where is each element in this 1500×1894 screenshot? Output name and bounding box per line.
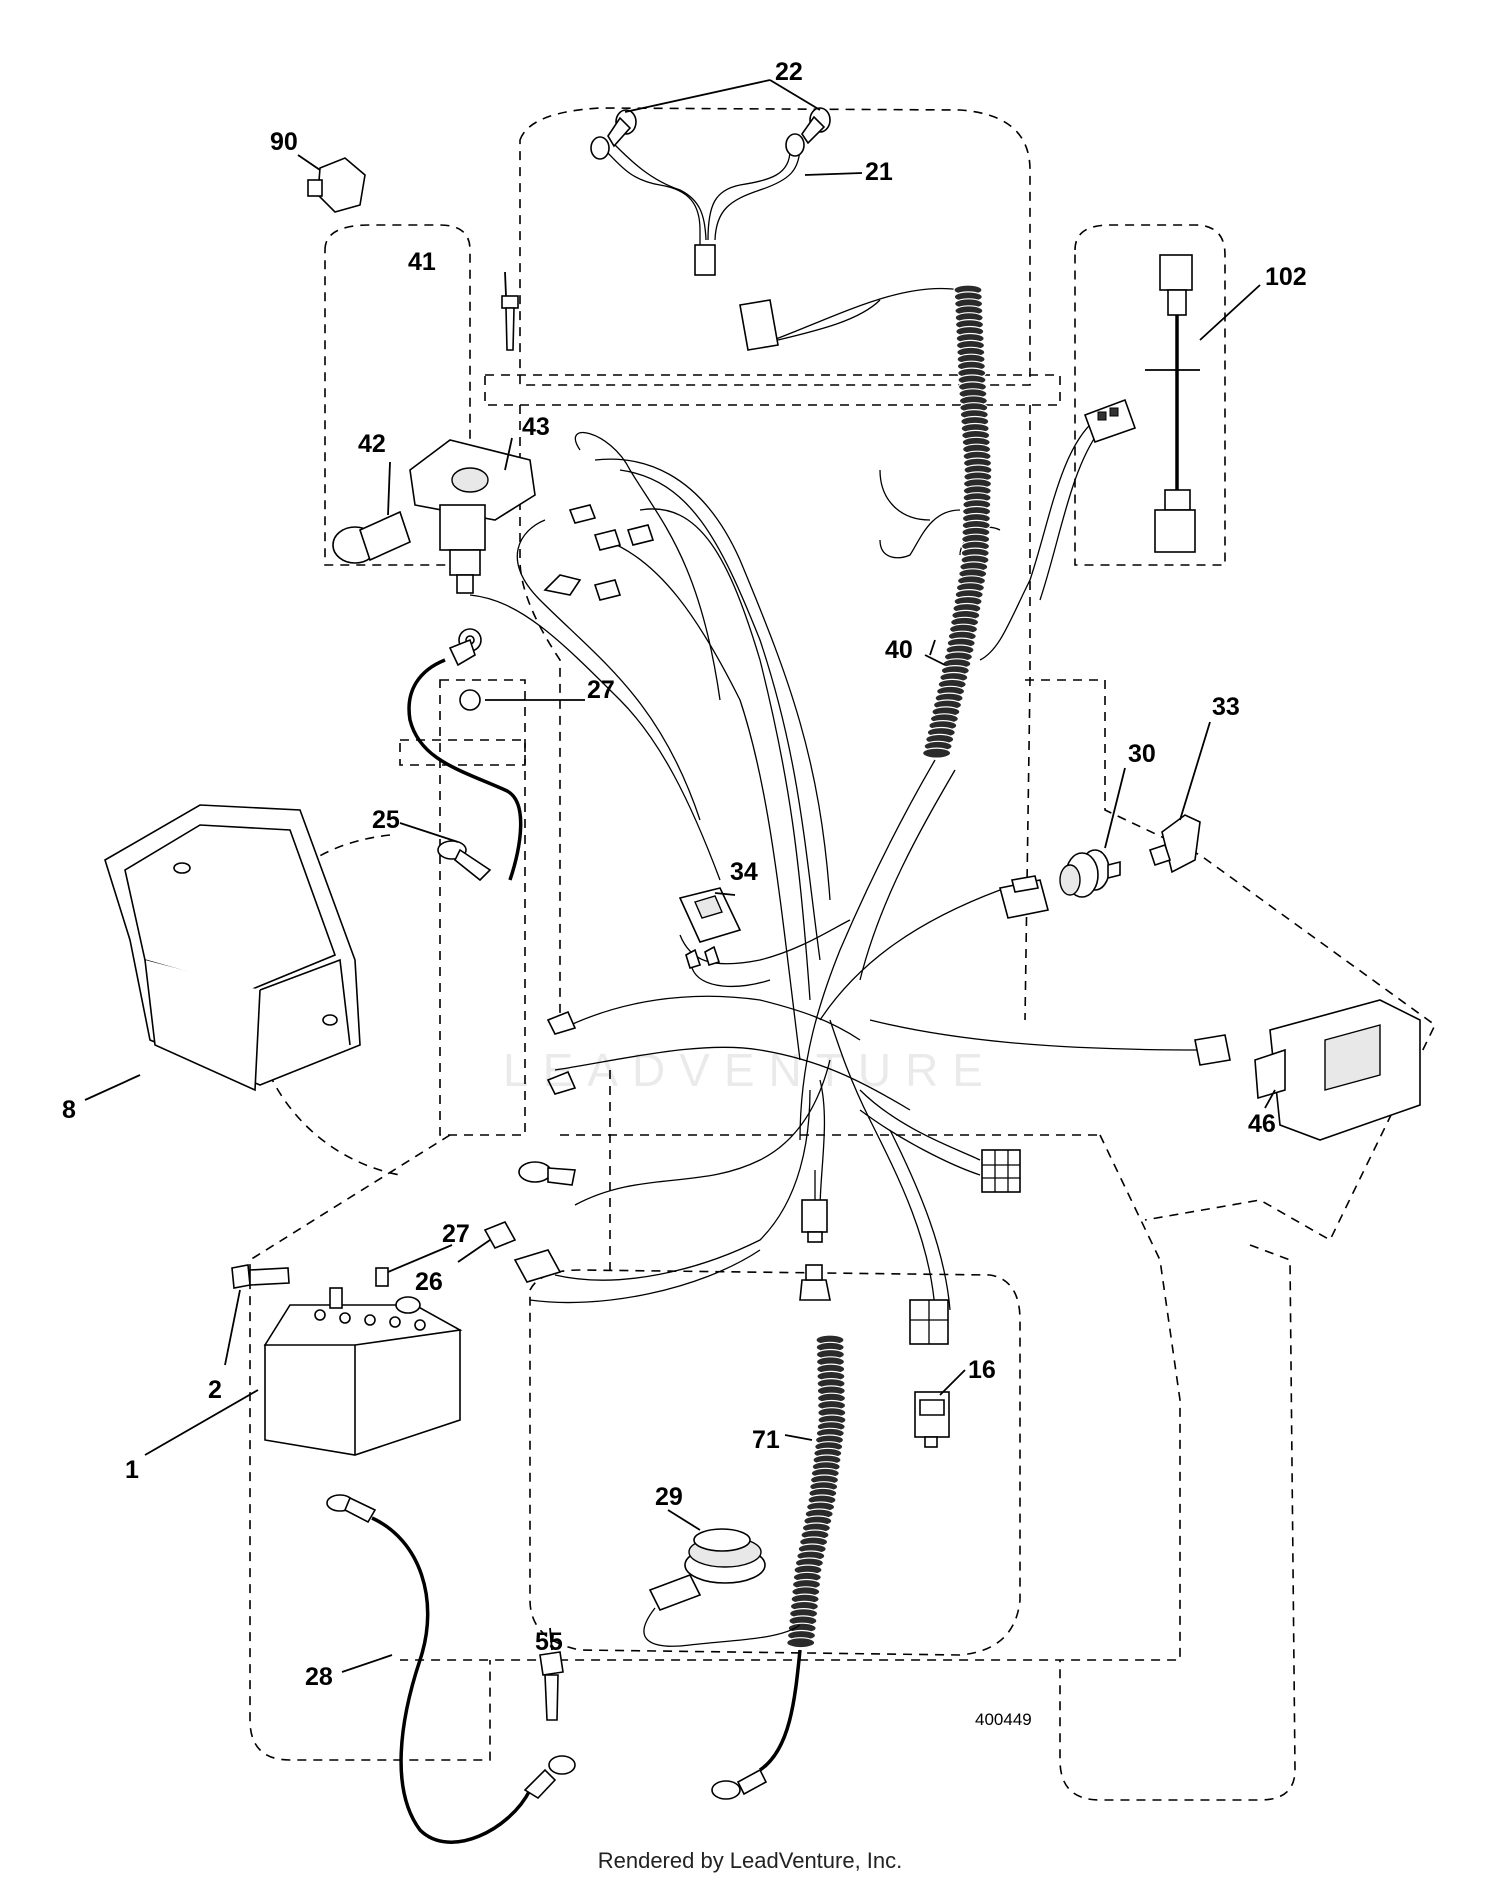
drawing-number: 400449 (975, 1710, 1032, 1729)
ring-terminal-bottom (711, 1649, 802, 1800)
part-26-fuse-holder (483, 1220, 562, 1283)
callout-33: 33 (1212, 693, 1240, 721)
callout-28: 28 (305, 1663, 333, 1691)
callout-71: 71 (752, 1426, 780, 1454)
callout-102: 102 (1265, 263, 1307, 291)
part-40-conduit (921, 284, 993, 759)
footer-credit: Rendered by LeadVenture, Inc. (597, 1848, 903, 1873)
callout-41: 41 (408, 248, 436, 276)
plug-top-center (739, 299, 881, 351)
part-46-panel (1254, 999, 1421, 1141)
callout-90: 90 (270, 128, 298, 156)
ring-terminal-mid (518, 1161, 576, 1186)
callout-34: 34 (730, 858, 758, 886)
part-34-switch (678, 887, 771, 988)
part-16-connector (914, 1391, 950, 1448)
callout-labels: 90 22 21 41 102 42 43 40 27 33 30 25 34 … (62, 58, 1307, 1729)
part-8-battery-tray (104, 804, 361, 1092)
callout-40: 40 (885, 636, 913, 664)
connector-right-upper (1083, 398, 1137, 444)
part-33-switch (1148, 814, 1201, 874)
callout-30: 30 (1128, 740, 1156, 768)
callout-26: 26 (415, 1268, 443, 1296)
part-41-screw (501, 295, 519, 351)
terminals-upper (543, 504, 655, 601)
part-55-bolt (539, 1651, 564, 1721)
part-21-headlight-harness (604, 144, 801, 276)
callout-27-upper: 27 (587, 676, 615, 704)
connector-four-pin (909, 1299, 949, 1345)
part-29-button (643, 1528, 801, 1647)
callout-46: 46 (1248, 1110, 1276, 1138)
callout-43: 43 (522, 413, 550, 441)
connector-46-plug (1194, 1034, 1231, 1066)
part-27-nut-lower (375, 1267, 389, 1287)
coil-ring (921, 747, 952, 759)
part-102-adapter (1145, 254, 1200, 553)
callout-1: 1 (125, 1456, 139, 1484)
leader-lines (84, 79, 1276, 1673)
connector-lower-center (799, 1170, 831, 1301)
part-42-boot (332, 510, 411, 564)
callout-25: 25 (372, 806, 400, 834)
part-22-headlight-sockets (590, 107, 831, 160)
watermark: LEADVENTURE (503, 1044, 997, 1096)
callout-27-lower: 27 (442, 1220, 470, 1248)
part-30-key-switch (1059, 849, 1121, 898)
part-25-cable (407, 638, 523, 882)
part-43-ignition-switch (409, 439, 536, 711)
part-28-cable (326, 1494, 576, 1844)
callout-8: 8 (62, 1096, 76, 1124)
callout-2: 2 (208, 1376, 222, 1404)
callout-22: 22 (775, 58, 803, 86)
part-1-battery (263, 1287, 463, 1456)
callout-21: 21 (865, 158, 893, 186)
callout-29: 29 (655, 1483, 683, 1511)
connector-six-pin (981, 1149, 1021, 1193)
terminals-middle (546, 1010, 577, 1095)
part-2-bolt (231, 1264, 290, 1289)
coil-ring (786, 1637, 816, 1649)
callout-55: 55 (535, 1628, 563, 1656)
callout-16: 16 (968, 1356, 996, 1384)
connector-mid-right (999, 875, 1049, 919)
part-90-connector (307, 157, 366, 213)
main-harness-wires (469, 287, 1201, 1311)
callout-42: 42 (358, 430, 386, 458)
part-71-coil (786, 1334, 847, 1649)
frame-outlines (249, 107, 1437, 1801)
